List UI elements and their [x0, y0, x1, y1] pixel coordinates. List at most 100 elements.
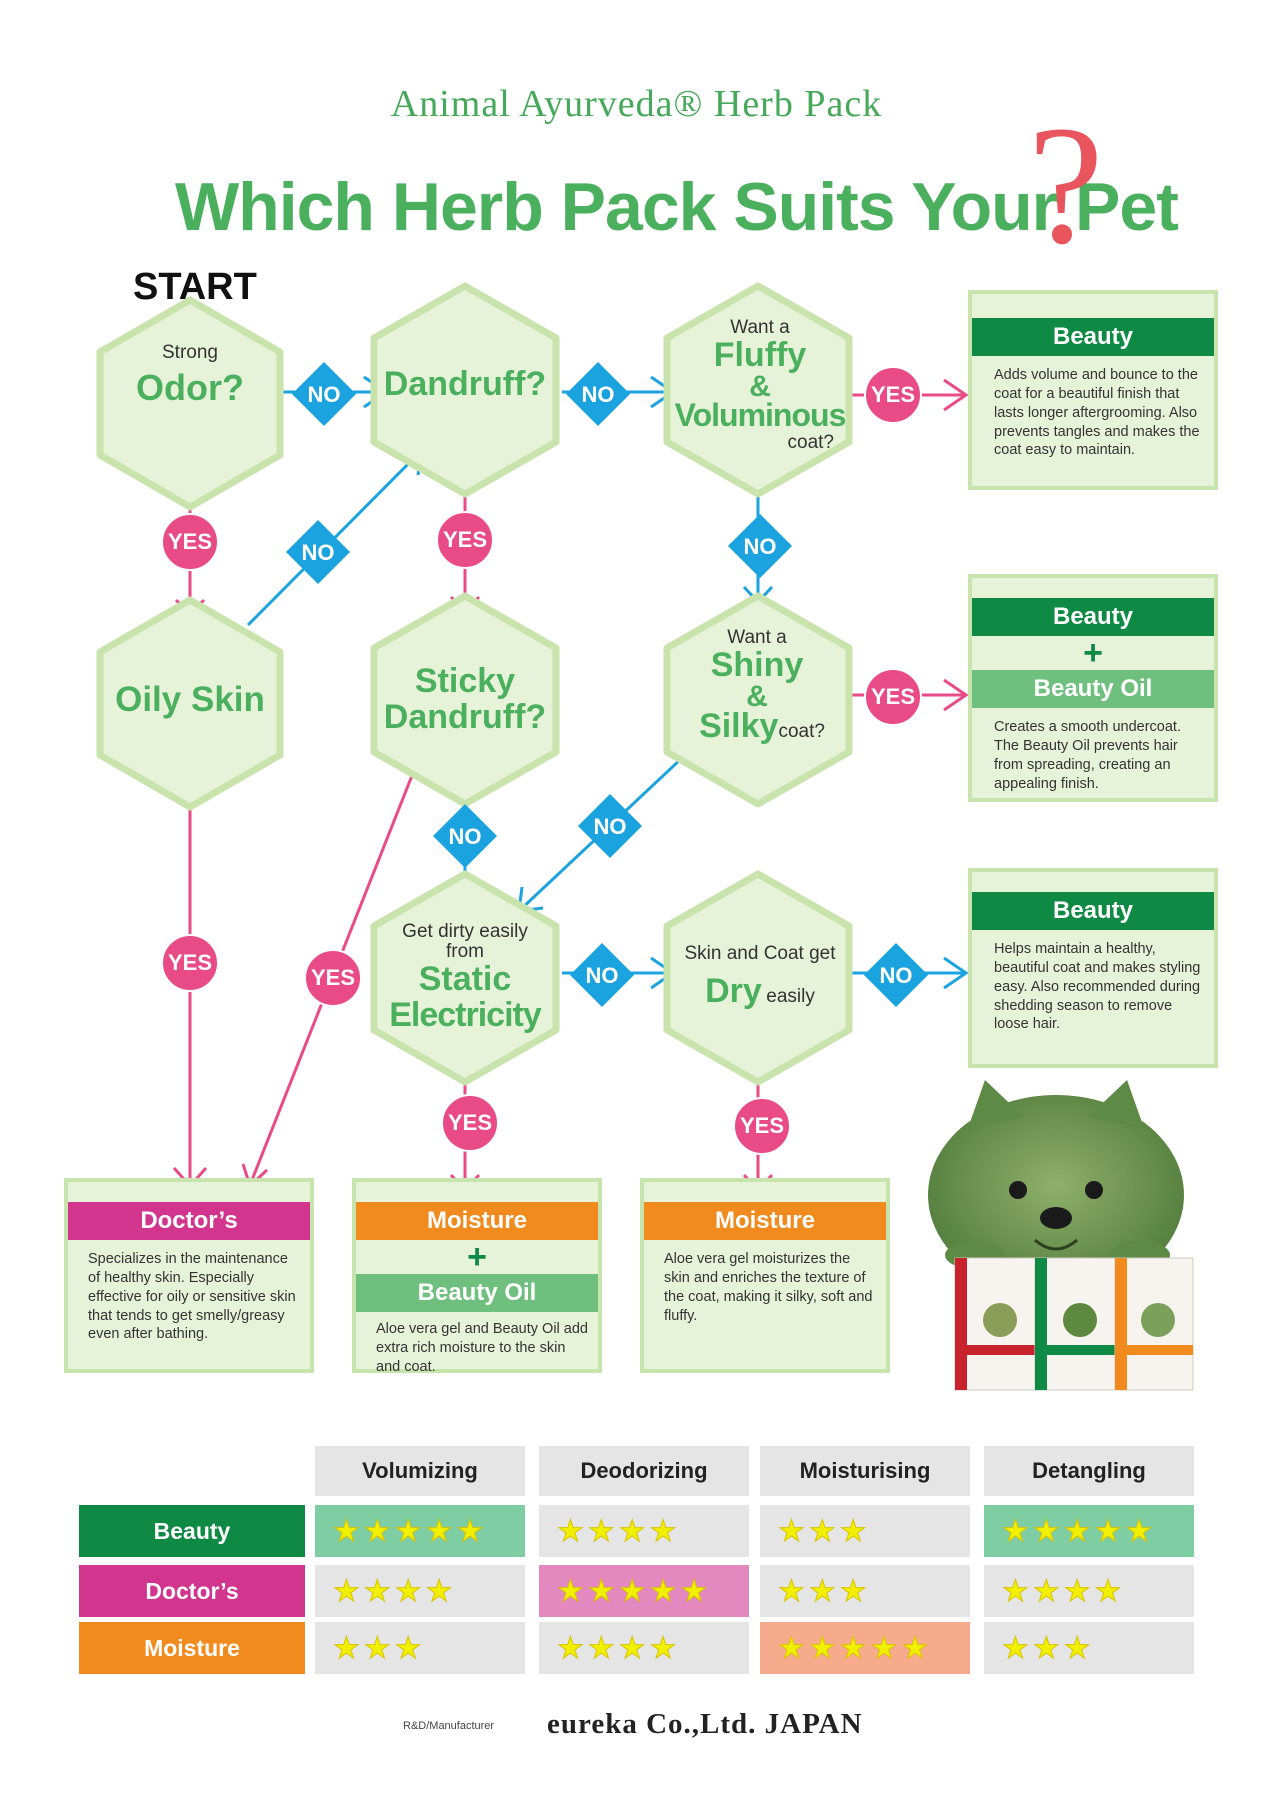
hex-dandruff	[370, 282, 560, 498]
node-static-line1: Get dirty easily	[402, 921, 528, 942]
result-doctors-desc: Specializes in the maintenance of health…	[88, 1251, 296, 1343]
node-odor-line1: Strong	[162, 342, 218, 363]
result-moisture-oil-title: Moisture	[356, 1202, 598, 1240]
node-static-line3: Static	[418, 959, 512, 998]
result-beauty-oil-title2: Beauty Oil	[972, 670, 1214, 708]
rating-cell: ★★★	[760, 1565, 970, 1617]
result-beauty-2-title: Beauty	[972, 892, 1214, 930]
subtitle: Animal Ayurveda® Herb Pack	[390, 83, 883, 125]
rating-cell: ★★★★★	[984, 1505, 1194, 1557]
node-shiny-line2: Shiny	[710, 645, 804, 684]
rating-cell: ★★★	[760, 1505, 970, 1557]
footer-company: eureka Co.,Ltd. JAPAN	[547, 1708, 863, 1740]
row-header: Doctor’s	[79, 1565, 305, 1617]
node-dandruff: Dandruff?	[383, 365, 547, 403]
no-label: NO	[301, 540, 335, 565]
question-mark-icon: ?	[1028, 91, 1104, 279]
result-moisture-desc: Aloe vera gel moisturizes the skin and e…	[664, 1251, 873, 1324]
node-sticky-line2: Dandruff?	[383, 697, 547, 736]
column-header: Volumizing	[315, 1446, 525, 1496]
rating-cell: ★★★	[315, 1622, 525, 1674]
hex-static	[370, 870, 560, 1086]
node-fluffy-line4: Voluminous	[674, 397, 847, 434]
start-label: START	[133, 266, 257, 308]
hex-shiny	[663, 592, 853, 808]
yes-label: YES	[870, 382, 916, 407]
result-beauty-2: Beauty Helps maintain a healthy, beautif…	[968, 868, 1218, 1068]
node-shiny: Want a Shiny & Silkycoat?	[672, 628, 852, 745]
node-oily: Oily Skin	[115, 680, 265, 719]
rating-cell: ★★★★★	[539, 1565, 749, 1617]
no-label: NO	[585, 963, 619, 988]
yes-label: YES	[739, 1113, 785, 1138]
node-shiny-line5: coat?	[778, 721, 825, 743]
rating-cell: ★★★★	[539, 1505, 749, 1557]
node-sticky-line1: Sticky	[414, 662, 516, 700]
hex-oily	[96, 596, 284, 811]
node-odor-line2: Odor?	[136, 366, 244, 408]
yes-label: YES	[447, 1110, 493, 1135]
yes-label: YES	[167, 529, 213, 554]
node-fluffy-line2: Fluffy	[713, 335, 807, 374]
column-header: Detangling	[984, 1446, 1194, 1496]
result-beauty-title: Beauty	[972, 318, 1214, 356]
result-moisture-title: Moisture	[644, 1202, 886, 1240]
node-sticky: Sticky Dandruff?	[380, 662, 550, 736]
node-shiny-line1: Want a	[727, 627, 787, 648]
footer-label: R&D/Manufacturer	[403, 1720, 495, 1732]
node-fluffy-line5: coat?	[787, 431, 834, 453]
no-label: NO	[743, 534, 777, 559]
result-beauty-oil-desc: Creates a smooth undercoat. The Beauty O…	[994, 719, 1181, 792]
yes-connectors	[172, 378, 969, 1193]
no-label: NO	[581, 382, 615, 407]
node-shiny-line4: Silky	[699, 707, 779, 746]
result-beauty-oil-plus: +	[1083, 634, 1103, 672]
dog-illustration	[928, 1080, 1184, 1295]
rating-cell: ★★★★	[315, 1565, 525, 1617]
node-dry-line1: Skin and Coat get	[684, 943, 836, 964]
row-header: Beauty	[79, 1505, 305, 1557]
node-dry-line3: easily	[766, 985, 815, 1007]
result-beauty-oil-title: Beauty	[972, 598, 1214, 636]
product-packages	[954, 1257, 1194, 1391]
node-dry-line2: Dry	[705, 971, 762, 1010]
no-label: NO	[879, 963, 913, 988]
result-beauty-desc: Adds volume and bounce to the coat for a…	[994, 367, 1200, 459]
page-title: Which Herb Pack Suits Your Pet	[175, 169, 1179, 245]
node-static-line4: Electricity	[389, 995, 542, 1034]
node-fluffy: Want a Fluffy & Voluminous coat?	[670, 318, 850, 453]
rating-cell: ★★★★	[984, 1565, 1194, 1617]
node-fluffy-line3: &	[749, 369, 771, 403]
result-beauty-oil: Beauty + Beauty Oil Creates a smooth und…	[968, 574, 1218, 802]
node-static: Get dirty easily from Static Electricity	[380, 922, 550, 1033]
hexagons	[96, 282, 853, 1086]
result-moisture-oil-desc: Aloe vera gel and Beauty Oil add extra r…	[376, 1321, 588, 1375]
result-moisture-oil-plus: +	[467, 1238, 487, 1276]
result-beauty: Beauty Adds volume and bounce to the coa…	[968, 290, 1218, 490]
result-moisture-oil-title2: Beauty Oil	[356, 1274, 598, 1312]
rating-cell: ★★★★★	[760, 1622, 970, 1674]
yes-label: YES	[442, 527, 488, 552]
column-header: Moisturising	[760, 1446, 970, 1496]
no-connectors	[246, 375, 969, 990]
result-doctors-title: Doctor’s	[68, 1202, 310, 1240]
no-label: NO	[448, 824, 482, 849]
rating-cell: ★★★★★	[315, 1505, 525, 1557]
node-odor: Strong Odor?	[115, 343, 265, 407]
hex-odor	[96, 296, 284, 511]
result-beauty-2-desc: Helps maintain a healthy, beautiful coat…	[994, 941, 1201, 1033]
yes-label: YES	[310, 965, 356, 990]
result-doctors: Doctor’s Specializes in the maintenance …	[64, 1178, 314, 1373]
no-badges	[286, 362, 928, 1007]
hex-dry	[663, 870, 853, 1086]
node-dry: Skin and Coat get Dry easily	[670, 944, 850, 1010]
node-static-line2: from	[446, 940, 484, 962]
node-shiny-line3: &	[746, 679, 768, 713]
node-fluffy-line1: Want a	[730, 317, 790, 338]
hex-fluffy	[663, 282, 853, 498]
yes-label: YES	[870, 684, 916, 709]
result-moisture-oil: Moisture + Beauty Oil Aloe vera gel and …	[352, 1178, 602, 1375]
rating-cell: ★★★	[984, 1622, 1194, 1674]
no-label: NO	[593, 814, 627, 839]
